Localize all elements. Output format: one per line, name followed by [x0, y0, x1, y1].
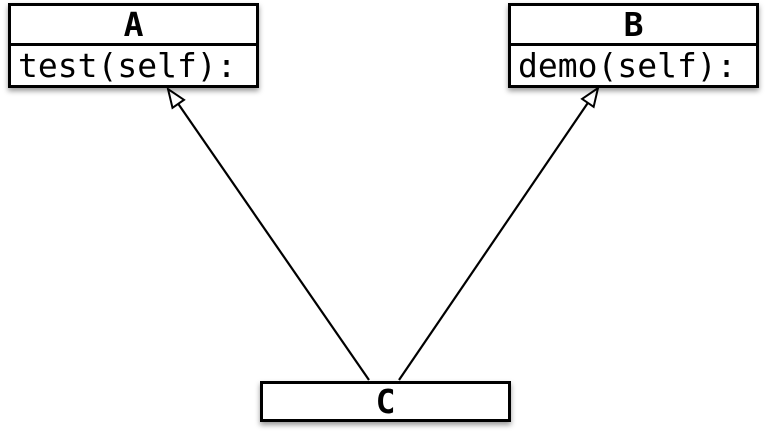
class-title-c: C — [375, 384, 396, 419]
inheritance-arrow-c-to-b — [398, 85, 600, 381]
class-box-a: A test(self): — [8, 3, 259, 88]
class-box-c: C — [260, 381, 511, 422]
class-member-a: test(self): — [18, 46, 237, 85]
inheritance-arrow-c-to-a — [166, 86, 370, 381]
class-member-b: demo(self): — [518, 46, 737, 85]
class-title-b: B — [511, 6, 756, 46]
class-title-a: A — [11, 6, 256, 46]
class-box-b: B demo(self): — [508, 3, 759, 88]
